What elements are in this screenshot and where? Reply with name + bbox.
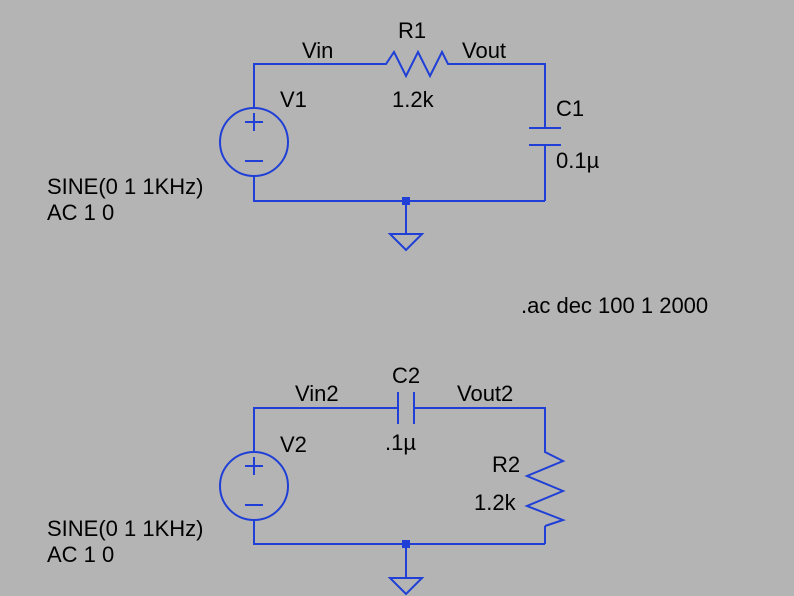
wire-vin[interactable] xyxy=(253,63,380,108)
wire-vin2[interactable] xyxy=(253,407,398,453)
resistor-r1[interactable] xyxy=(380,49,452,79)
voltage-source-v1[interactable] xyxy=(219,107,289,177)
c1-name: C1 xyxy=(556,96,584,121)
c2-value: .1µ xyxy=(385,430,416,455)
ground-symbol-2 xyxy=(387,577,425,596)
r1-value: 1.2k xyxy=(392,87,435,112)
c2-name: C2 xyxy=(392,363,420,388)
wire-vout[interactable] xyxy=(452,63,546,128)
v1-spec-line1: SINE(0 1 1KHz) xyxy=(47,174,204,199)
wire-ground-return[interactable] xyxy=(253,176,545,202)
v2-spec-line1: SINE(0 1 1KHz) xyxy=(47,516,204,541)
net-label-vout2: Vout2 xyxy=(457,381,513,406)
net-label-vin2: Vin2 xyxy=(295,381,339,406)
net-label-vin: Vin xyxy=(302,38,333,63)
r2-name: R2 xyxy=(492,452,520,477)
junction-dot xyxy=(402,540,410,548)
wire-ground-return-2[interactable] xyxy=(253,519,545,545)
v1-spec-line2: AC 1 0 xyxy=(47,200,114,225)
ground-symbol-1 xyxy=(387,233,425,252)
net-label-vout: Vout xyxy=(462,38,506,63)
capacitor-c2[interactable] xyxy=(397,392,415,424)
wire-vout2[interactable] xyxy=(414,407,546,446)
junction-dot xyxy=(402,197,410,205)
circuit-2: Vin2 Vout2 C2 .1µ V2 R2 1.2k SINE(0 1 1K… xyxy=(47,363,566,596)
v1-name: V1 xyxy=(280,87,307,112)
c1-value: 0.1µ xyxy=(556,148,600,173)
capacitor-c1[interactable] xyxy=(529,127,561,146)
v2-spec-line2: AC 1 0 xyxy=(47,542,114,567)
circuit-1: Vin Vout R1 1.2k V1 C1 0.1µ SINE(0 1 1KH… xyxy=(47,18,600,252)
sim-directive[interactable]: .ac dec 100 1 2000 xyxy=(521,293,708,318)
resistor-r2[interactable] xyxy=(524,446,566,527)
r2-value: 1.2k xyxy=(474,490,517,515)
r1-name: R1 xyxy=(398,18,426,43)
voltage-source-v2[interactable] xyxy=(219,451,289,521)
v2-name: V2 xyxy=(280,432,307,457)
